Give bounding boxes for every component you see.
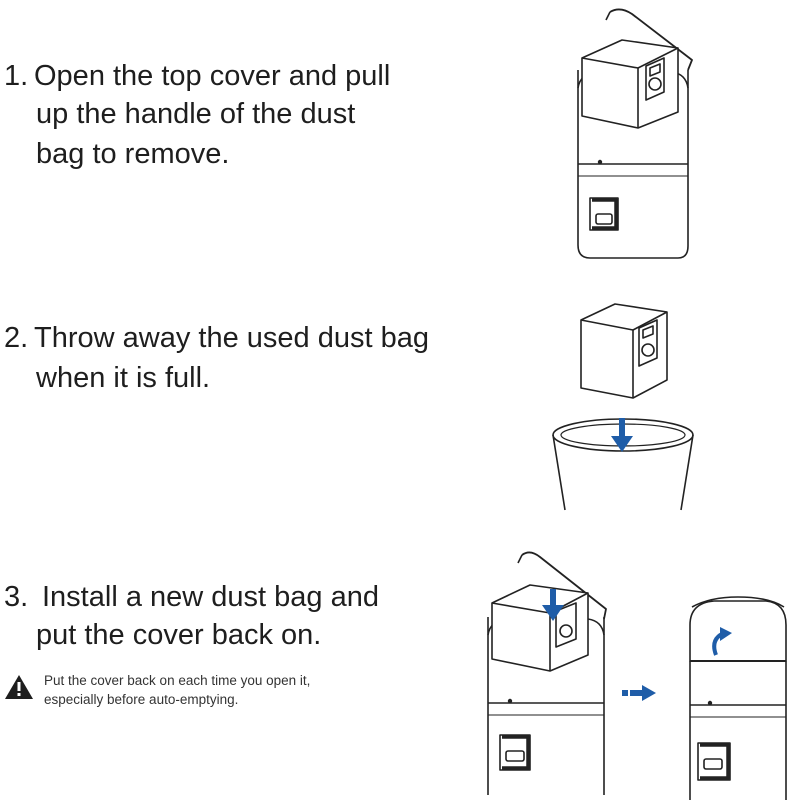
- down-arrow-icon: [611, 418, 633, 452]
- right-arrow-icon: [622, 685, 656, 701]
- rotate-arrow-icon: [712, 627, 732, 656]
- step-number: 2.: [4, 322, 29, 354]
- step-text-line: up the handle of the dust: [36, 98, 356, 130]
- warning-text-line: especially before auto-emptying.: [44, 692, 239, 707]
- warning-text-line: Put the cover back on each time you open…: [44, 673, 311, 688]
- install-new-bag-illustration: [487, 551, 607, 795]
- warning-triangle-icon: [5, 675, 33, 699]
- step-text-line: Open the top cover and pull: [34, 60, 391, 92]
- step-number: 3.: [4, 581, 29, 613]
- step-text-line: Install a new dust bag and: [42, 581, 379, 613]
- step-text-line: Throw away the used dust bag: [34, 322, 429, 354]
- dock-closed-lid-illustration: [689, 596, 787, 800]
- step-text-line: put the cover back on.: [36, 619, 322, 651]
- step-number: 1.: [4, 60, 29, 92]
- step-text-line: when it is full.: [36, 362, 211, 394]
- dust-bag-into-bin-illustration: [552, 303, 694, 511]
- down-arrow-icon: [542, 589, 564, 621]
- dock-open-lid-illustration: [577, 8, 693, 259]
- step-text-line: bag to remove.: [36, 138, 230, 170]
